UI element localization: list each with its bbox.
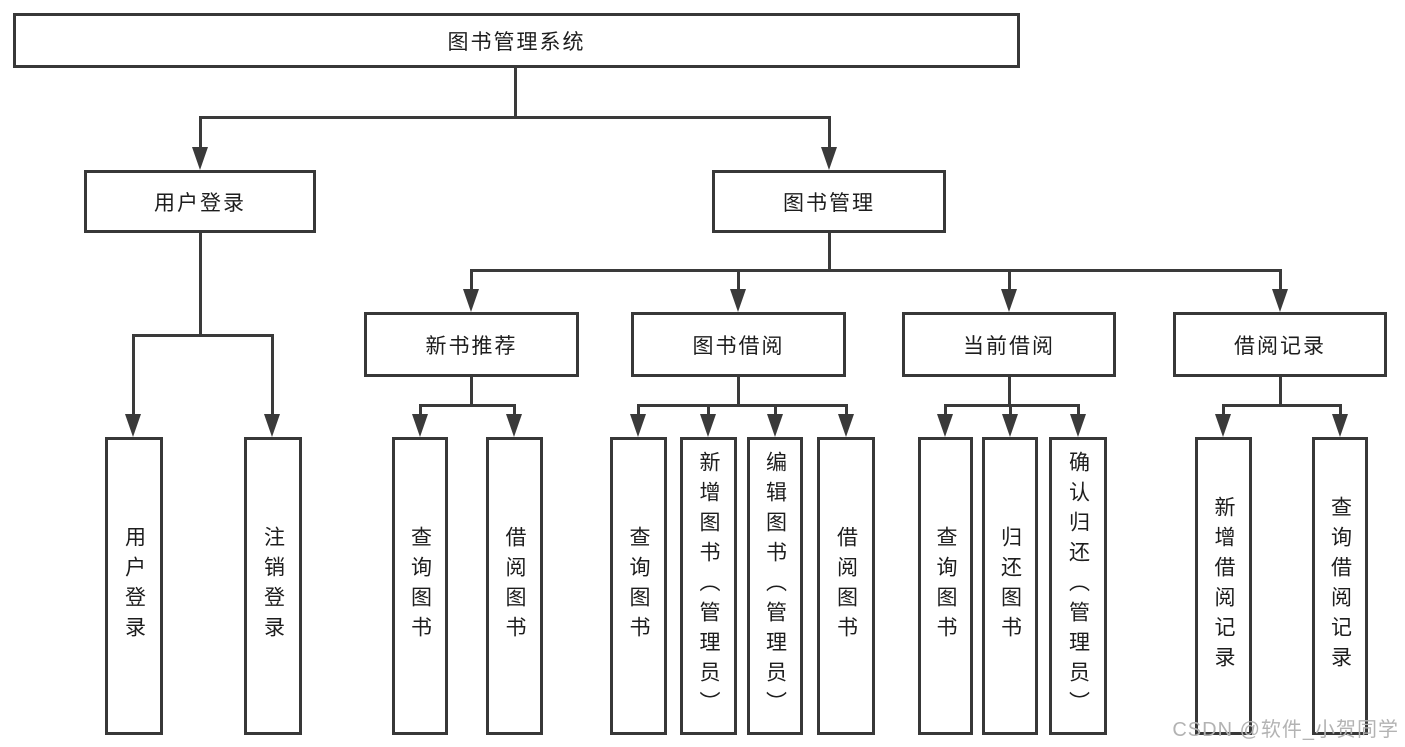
connector-to-leaf-borrow-books-2-stem: [844, 404, 848, 417]
node-book-borrowing: 图书借阅: [631, 312, 846, 377]
arrow-to-user-login-icon: [192, 147, 208, 170]
leaf-borrow-books-recommend: 借阅图书: [486, 437, 543, 735]
connector-new-book-split: [418, 404, 516, 407]
connector-to-leaf-borrow-books-1-stem: [512, 404, 516, 417]
connector-to-leaf-user-login-stem: [131, 334, 135, 417]
leaf-return-books: 归还图书: [982, 437, 1038, 735]
arrow-to-leaf-user-login-icon: [125, 414, 141, 437]
node-borrowing-records: 借阅记录: [1173, 312, 1387, 377]
leaf-query-books-borrowing: 查询图书: [610, 437, 667, 735]
connector-to-user-login-stem: [198, 116, 202, 149]
arrow-to-new-book-icon: [463, 289, 479, 312]
csdn-watermark: CSDN @软件_小贺同学: [1172, 719, 1399, 741]
leaf-logout-login: 注销登录: [244, 437, 302, 735]
arrow-to-leaf-logout-icon: [264, 414, 280, 437]
arrow-to-leaf-query-books-1-icon: [412, 414, 428, 437]
connector-to-borrowing-records-stem: [1278, 269, 1282, 291]
connector-user-login-split: [131, 334, 274, 337]
arrow-to-book-management-icon: [821, 147, 837, 170]
node-user-login: 用户登录: [84, 170, 316, 233]
connector-current-borrowing-stem2: [1007, 377, 1011, 407]
connector-to-book-management-stem: [827, 116, 831, 149]
connector-borrowing-records-stem2: [1278, 377, 1282, 407]
arrow-to-leaf-query-books-3-icon: [937, 414, 953, 437]
connector-to-leaf-add-record-stem: [1221, 404, 1225, 417]
leaf-query-books-current: 查询图书: [918, 437, 973, 735]
arrow-to-leaf-return-books-icon: [1002, 414, 1018, 437]
arrow-to-leaf-borrow-books-2-icon: [838, 414, 854, 437]
connector-to-leaf-query-books-1-stem: [418, 404, 422, 417]
connector-book-borrowing-stem2: [736, 377, 740, 407]
connector-book-management-stem: [827, 233, 831, 272]
arrow-to-book-borrowing-icon: [730, 289, 746, 312]
arrow-to-leaf-add-record-icon: [1215, 414, 1231, 437]
connector-to-current-borrowing-stem: [1007, 269, 1011, 291]
connector-to-leaf-edit-books-stem: [773, 404, 777, 417]
leaf-borrow-books-borrowing: 借阅图书: [817, 437, 875, 735]
connector-to-leaf-add-books-stem: [706, 404, 710, 417]
connector-to-leaf-return-books-stem: [1008, 404, 1012, 417]
connector-to-leaf-logout-stem: [270, 334, 274, 417]
connector-to-book-borrowing-stem: [736, 269, 740, 291]
arrow-to-leaf-borrow-books-1-icon: [506, 414, 522, 437]
node-new-book-recommendation: 新书推荐: [364, 312, 579, 377]
arrow-to-current-borrowing-icon: [1001, 289, 1017, 312]
node-library-system: 图书管理系统: [13, 13, 1020, 68]
connector-borrowing-records-split: [1221, 404, 1342, 407]
arrow-to-borrowing-records-icon: [1272, 289, 1288, 312]
leaf-user-login: 用户登录: [105, 437, 163, 735]
connector-current-borrowing-split: [943, 404, 1080, 407]
leaf-add-borrow-record: 新增借阅记录: [1195, 437, 1252, 735]
connector-to-leaf-query-record-stem: [1338, 404, 1342, 417]
node-current-borrowing: 当前借阅: [902, 312, 1116, 377]
arrow-to-leaf-query-books-2-icon: [630, 414, 646, 437]
connector-book-borrowing-split: [636, 404, 848, 407]
arrow-to-leaf-add-books-icon: [700, 414, 716, 437]
connector-user-login-stem: [198, 233, 202, 336]
leaf-confirm-return-admin: 确认归还（管理员）: [1049, 437, 1107, 735]
arrow-to-leaf-edit-books-icon: [767, 414, 783, 437]
connector-root-split: [198, 116, 831, 119]
arrow-to-leaf-query-record-icon: [1332, 414, 1348, 437]
connector-new-book-stem: [469, 377, 473, 407]
arrow-to-leaf-confirm-return-icon: [1070, 414, 1086, 437]
node-book-management: 图书管理: [712, 170, 946, 233]
leaf-edit-books-admin: 编辑图书（管理员）: [747, 437, 803, 735]
connector-to-new-book-stem: [469, 269, 473, 291]
leaf-add-books-admin: 新增图书（管理员）: [680, 437, 737, 735]
connector-root-stem: [513, 67, 517, 118]
leaf-query-books-recommend: 查询图书: [392, 437, 448, 735]
connector-to-leaf-query-books-3-stem: [943, 404, 947, 417]
connector-book-management-split: [469, 269, 1282, 272]
connector-to-leaf-query-books-2-stem: [636, 404, 640, 417]
connector-to-leaf-confirm-return-stem: [1076, 404, 1080, 417]
leaf-query-borrow-record: 查询借阅记录: [1312, 437, 1368, 735]
